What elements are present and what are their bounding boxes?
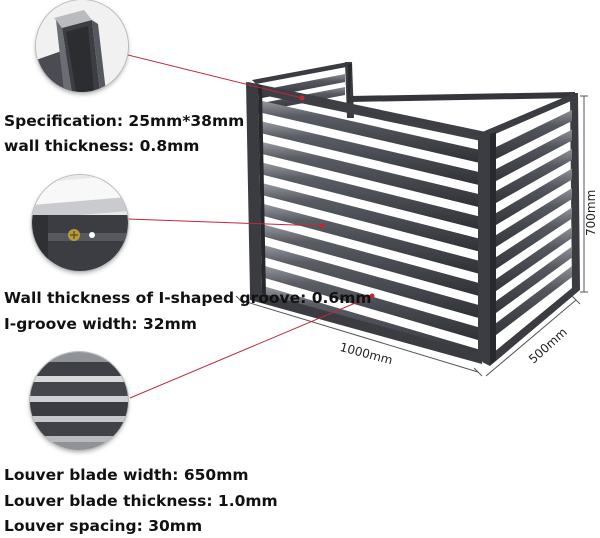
side-louver-blade: [490, 227, 572, 296]
front-louver-blade: [258, 100, 480, 163]
louver-blade-detail: [30, 352, 128, 450]
spec-blade-thickness: Louver blade thickness: 1.0mm: [4, 492, 278, 510]
front-louver-blade: [258, 161, 480, 230]
front-louver-blade: [258, 264, 480, 341]
dimension-lines: [235, 95, 588, 377]
right-side-panel: [480, 93, 580, 366]
spec-specification: Specification: 25mm*38mm: [4, 112, 245, 130]
side-louver-blade: [490, 266, 572, 340]
callout-dot-blade: [369, 293, 375, 299]
callout-dot-frame: [299, 95, 305, 101]
front-louver-blade: [258, 120, 480, 186]
front-louver-blade: [258, 202, 480, 274]
spec-spacing: Louver spacing: 30mm: [4, 517, 203, 535]
side-louver-blade: [490, 207, 572, 273]
side-louver-blade: [490, 110, 572, 162]
side-louver-blade: [490, 168, 572, 229]
spec-wall-thickness: wall thickness: 0.8mm: [4, 137, 200, 155]
front-louver-blade: [258, 182, 480, 252]
dimension-height: 700mm: [584, 189, 598, 236]
callout-dot-groove: [319, 223, 325, 229]
front-panel: [246, 82, 496, 364]
front-louver-blade: [258, 223, 480, 297]
spec-blade-width: Louver blade width: 650mm: [4, 466, 249, 484]
i-groove-detail: [32, 175, 128, 271]
side-louver-blade: [490, 129, 572, 185]
side-louver-blade: [490, 246, 572, 318]
side-louver-blade: [490, 188, 572, 251]
spec-groove-width: I-groove width: 32mm: [4, 315, 197, 333]
frame-profile-detail: [36, 0, 128, 92]
side-louver-blade: [490, 149, 572, 207]
spec-groove-wall-thickness: Wall thickness of I-shaped groove: 0.6mm: [4, 289, 372, 307]
front-louver-blade: [258, 243, 480, 319]
callout-leader-lines: [123, 53, 373, 399]
front-louver-blade: [258, 141, 480, 208]
